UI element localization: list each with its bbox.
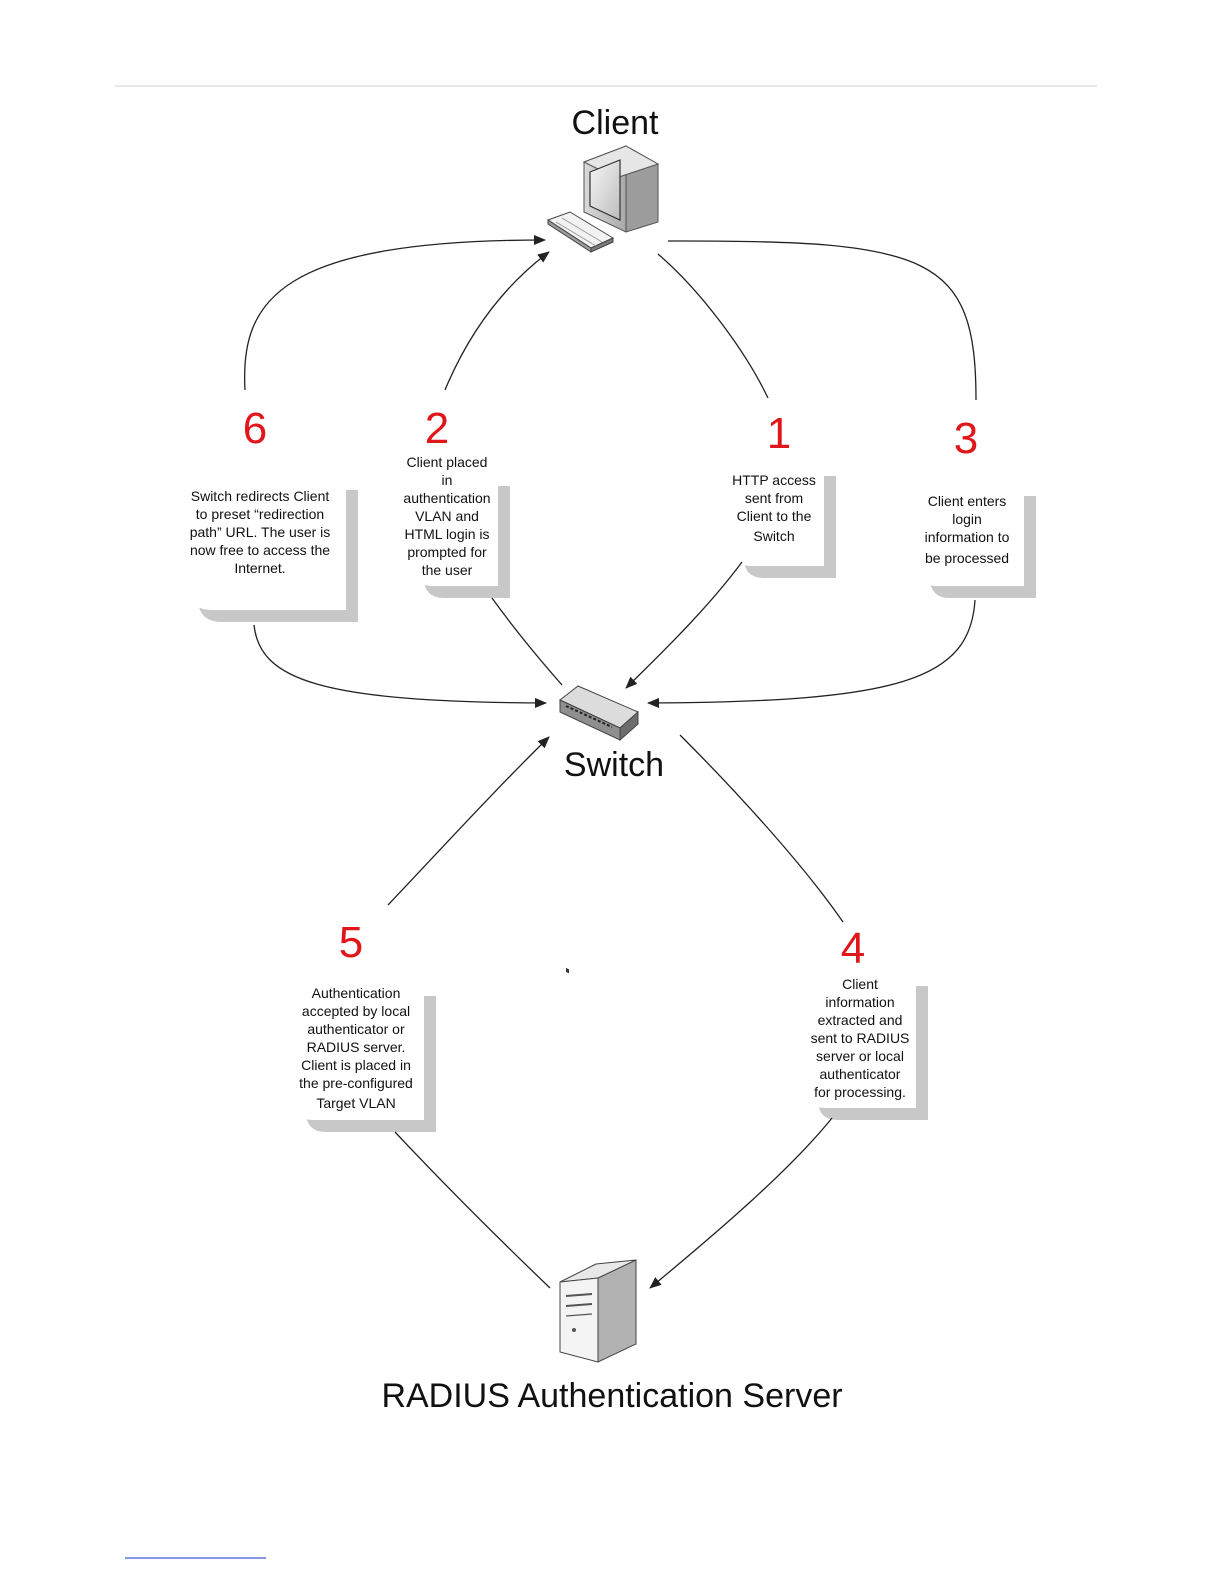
callout-2-line: authentication (403, 490, 490, 506)
callout-5-line: RADIUS server. (307, 1039, 406, 1055)
callout-4-line: extracted and (818, 1012, 903, 1028)
flow-6-to-client (243, 235, 546, 391)
switch-label: Switch (564, 746, 664, 784)
step-number-2: 2 (425, 404, 449, 453)
callout-6-line: now free to access the (190, 542, 330, 558)
callout-5-line: authenticator or (307, 1021, 405, 1037)
callout-6 (188, 478, 358, 622)
callout-2-line: HTML login is (404, 526, 489, 542)
step-number-6: 6 (243, 404, 267, 453)
callout-4-line: information (825, 994, 894, 1010)
callout-5-line: Target VLAN (316, 1095, 395, 1111)
callout-3-line: be processed (925, 550, 1009, 566)
flow-4-from-switch (679, 734, 844, 923)
callout-1-line: Switch (753, 528, 794, 544)
callout-1-line: HTTP access (732, 472, 816, 488)
flow-2-to-client (444, 251, 550, 391)
callout-1-line: sent from (745, 490, 803, 506)
server-label: RADIUS Authentication Server (381, 1377, 842, 1415)
flow-6-to-switch (253, 624, 547, 708)
callout-text-1: HTTP access sent from Client to the Swit… (732, 472, 816, 544)
callout-4-line: for processing. (814, 1084, 906, 1100)
callout-4-line: authenticator (820, 1066, 901, 1082)
callout-2-line: in (442, 472, 453, 488)
flow-4-to-server (649, 1117, 833, 1289)
callout-3 (918, 484, 1036, 598)
flow-5-to-switch (387, 736, 550, 906)
callout-5 (294, 984, 436, 1132)
step-number-5: 5 (339, 918, 363, 967)
computer-icon (582, 145, 660, 233)
callout-2-line: VLAN and (415, 508, 479, 524)
callout-text-3: Client enters login information to be pr… (925, 493, 1010, 566)
flow-3-to-switch (647, 599, 976, 708)
keyboard-icon (546, 211, 615, 253)
callout-3-line: login (952, 511, 982, 527)
flow-1-to-switch (625, 561, 743, 689)
callout-3-line: information to (925, 529, 1010, 545)
callout-6-line: Switch redirects Client (191, 488, 330, 504)
callout-2-line: prompted for (407, 544, 487, 560)
callout-4-line: Client (842, 976, 878, 992)
flow-2-from-switch (491, 597, 563, 686)
callout-2-line: Client placed (407, 454, 488, 470)
callout-5-line: Authentication (312, 985, 401, 1001)
callout-text-5: Authentication accepted by local authent… (299, 985, 413, 1111)
callout-6-line: Internet. (234, 560, 285, 576)
flow-5-from-server (394, 1131, 551, 1289)
callout-6-line: path” URL. The user is (190, 524, 331, 540)
callout-text-6: Switch redirects Client to preset “redir… (190, 488, 331, 576)
flow-1-from-client (657, 253, 769, 399)
step-number-4: 4 (841, 924, 865, 973)
server-icon (559, 1259, 637, 1363)
step-number-1: 1 (767, 409, 791, 458)
callout-1 (732, 464, 836, 578)
callout-5-line: Client is placed in (301, 1057, 411, 1073)
client-label: Client (572, 104, 659, 142)
callout-4 (806, 974, 928, 1120)
callout-2 (413, 474, 510, 598)
callout-5-line: the pre-configured (299, 1075, 413, 1091)
callout-4-line: server or local (816, 1048, 904, 1064)
callout-6-line: to preset “redirection (196, 506, 324, 522)
callout-5-line: accepted by local (302, 1003, 410, 1019)
network-switch-icon (559, 685, 639, 974)
flow-3-from-client (667, 240, 977, 401)
callout-3-line: Client enters (928, 493, 1007, 509)
callout-text-4: Client information extracted and sent to… (811, 976, 910, 1100)
callout-text-2: Client placed in authentication VLAN and… (403, 454, 490, 578)
step-number-3: 3 (954, 414, 978, 463)
callout-4-line: sent to RADIUS (811, 1030, 910, 1046)
callout-2-line: the user (422, 562, 473, 578)
callout-1-line: Client to the (737, 508, 812, 524)
